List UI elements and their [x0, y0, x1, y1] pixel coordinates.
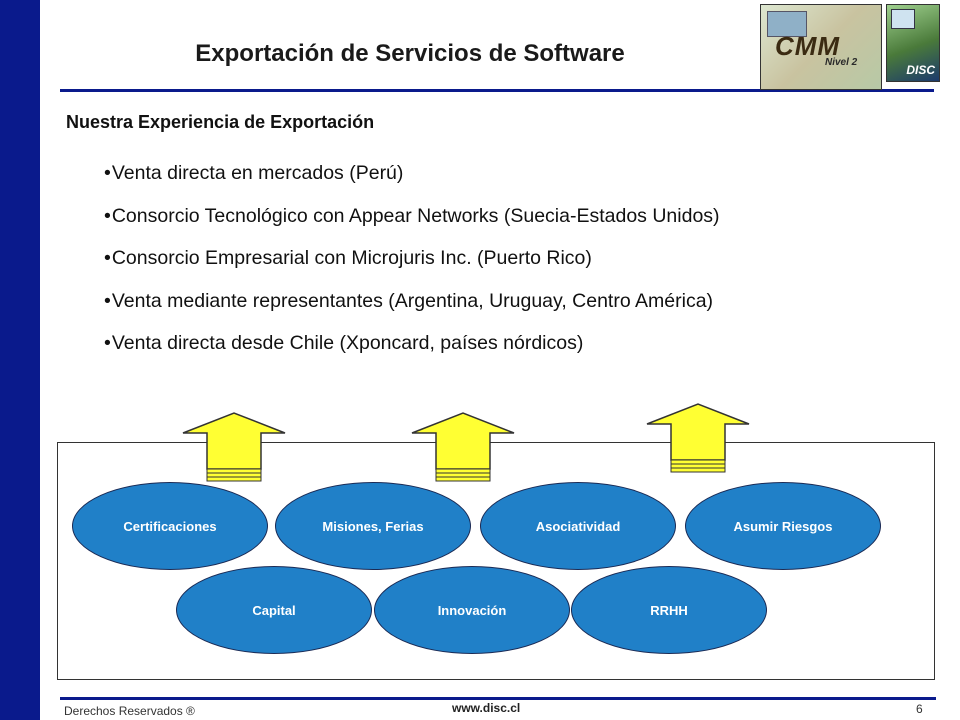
- cmm-logo-text: CMM: [775, 31, 841, 61]
- footer-copyright: Derechos Reservados ®: [64, 704, 195, 718]
- logo-window-icon: [767, 11, 807, 37]
- cmm-logo-subtext: Nivel 2: [825, 57, 858, 68]
- page-number: 6: [916, 702, 923, 716]
- list-item: •Venta directa desde Chile (Xponcard, pa…: [104, 332, 720, 375]
- bullet-icon: •: [104, 204, 111, 227]
- bullet-icon: •: [104, 289, 111, 312]
- cmm-logo: CMM Nivel 2: [760, 4, 882, 90]
- up-arrow-icon: [411, 412, 515, 482]
- list-item: •Consorcio Empresarial con Microjuris In…: [104, 247, 720, 290]
- title-divider: [60, 89, 934, 92]
- up-arrow-icon: [182, 412, 286, 482]
- ellipse-asociatividad: Asociatividad: [480, 482, 676, 570]
- disc-logo: DISC: [886, 4, 940, 82]
- experience-list: •Venta directa en mercados (Perú) •Conso…: [104, 162, 720, 375]
- footer-divider: [60, 697, 936, 700]
- logo-window-icon: [891, 9, 915, 29]
- list-item-text: Consorcio Empresarial con Microjuris Inc…: [111, 247, 592, 269]
- list-item: •Venta directa en mercados (Perú): [104, 162, 720, 205]
- ellipse-certificaciones: Certificaciones: [72, 482, 268, 570]
- footer-website-link[interactable]: www.disc.cl: [452, 701, 521, 715]
- slide-title: Exportación de Servicios de Software: [195, 40, 625, 67]
- disc-logo-text: DISC: [906, 63, 935, 77]
- ellipse-rrhh: RRHH: [571, 566, 767, 654]
- bullet-icon: •: [104, 162, 111, 184]
- left-accent-bar: [0, 0, 40, 720]
- ellipse-capital: Capital: [176, 566, 372, 654]
- list-item: •Venta mediante representantes (Argentin…: [104, 290, 720, 333]
- ellipse-asumir-riesgos: Asumir Riesgos: [685, 482, 881, 570]
- list-item: •Consorcio Tecnológico con Appear Networ…: [104, 205, 720, 248]
- section-subtitle: Nuestra Experiencia de Exportación: [66, 112, 375, 132]
- list-item-text: Venta mediante representantes (Argentina…: [111, 289, 714, 312]
- ellipse-misiones-ferias: Misiones, Ferias: [275, 482, 471, 570]
- bullet-icon: •: [104, 247, 111, 269]
- ellipse-innovacion: Innovación: [374, 566, 570, 654]
- list-item-text: Venta directa en mercados (Perú): [111, 162, 404, 184]
- diagram-panel: [57, 442, 935, 680]
- list-item-text: Venta directa desde Chile (Xponcard, paí…: [111, 332, 584, 354]
- bullet-icon: •: [104, 332, 111, 354]
- list-item-text: Consorcio Tecnológico con Appear Network…: [111, 204, 720, 227]
- up-arrow-icon: [646, 403, 750, 473]
